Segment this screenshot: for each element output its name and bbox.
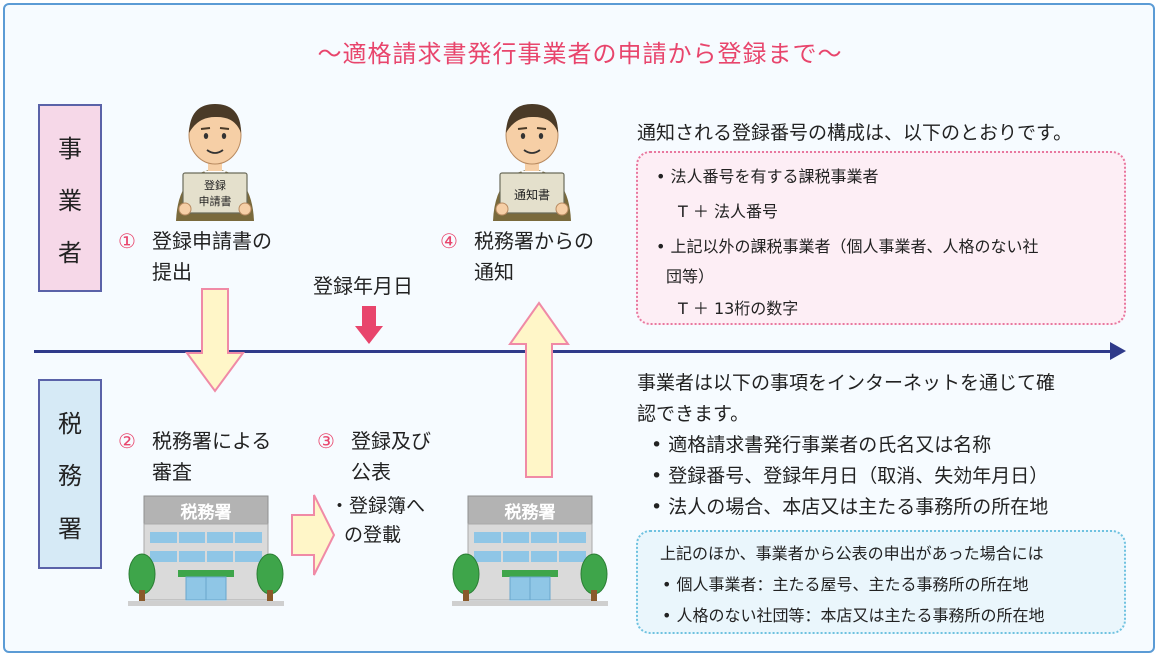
step-1-submit-application: ① 登録申請書の 提出 (118, 226, 272, 288)
registration-number-heading: 通知される登録番号の構成は、以下のとおりです。 (637, 122, 1073, 144)
registration-date-arrow-icon (355, 306, 383, 344)
step-4-notification: ④ 税務署からの 通知 (440, 226, 594, 288)
step-text-line1: 登録申請書の (152, 229, 272, 253)
flow-arrow-down-icon (185, 288, 245, 393)
step-text-line1: 登録及び (351, 429, 431, 453)
step-text-line2: 公表 (351, 460, 391, 484)
registration-line: 団等） (666, 267, 715, 286)
lane-char: 署 (58, 515, 82, 544)
document-label-line2: 申請書 (199, 194, 232, 208)
tax-office-building-icon: 税務署 (128, 495, 284, 606)
step-number: ③ (317, 429, 335, 453)
office-sign: 税務署 (505, 502, 556, 523)
registration-line: • 上記以外の課税事業者（個人事業者、人格のない社 (656, 237, 1039, 256)
publication-note-box: 上記のほか、事業者から公表の申出があった場合には • 個人事業者：主たる屋号、主… (636, 530, 1126, 634)
internet-note-line: • 法人の場合、本店又は主たる事務所の所在地 (651, 496, 1049, 518)
registration-date-label: 登録年月日 (313, 274, 413, 298)
lane-char: 務 (58, 462, 82, 491)
diagram-title: ～適格請求書発行事業者の申請から登録まで～ (317, 40, 843, 68)
step-text-line2: 審査 (152, 460, 192, 484)
publication-line: 上記のほか、事業者から公表の申出があった場合には (660, 544, 1044, 563)
document-label-notice: 通知書 (514, 188, 550, 202)
step-3-detail-line2: の登載 (344, 524, 402, 546)
lane-char: 事 (58, 134, 82, 163)
businessperson-with-application-icon: 登録 申請書 (176, 104, 254, 221)
lane-label-tax-office: 税 務 署 (38, 379, 102, 569)
internet-check-note: 事業者は以下の事項をインターネットを通じて確 認できます。 • 適格請求書発行事… (637, 368, 1137, 518)
timeline-arrowhead-icon (1110, 342, 1126, 360)
step-3-detail-line1: ・登録簿へ (330, 495, 426, 517)
registration-line: T ＋ 法人番号 (678, 202, 778, 221)
document-label-line1: 登録 (204, 178, 226, 192)
flow-arrow-up-icon (508, 301, 570, 478)
businessperson-with-notice-icon: 通知書 (493, 104, 571, 221)
lane-char: 業 (58, 186, 82, 215)
timeline-line (34, 350, 1114, 353)
registration-line: T ＋ 13桁の数字 (678, 299, 799, 318)
step-text-line1: 税務署による (152, 429, 272, 453)
step-3-register-publish: ③ 登録及び 公表 (317, 426, 431, 488)
tax-office-building-icon: 税務署 (452, 495, 608, 606)
flow-arrow-right-icon (291, 494, 336, 576)
office-sign: 税務署 (181, 502, 232, 523)
publication-line: • 人格のない社団等：本店又は主たる事務所の所在地 (662, 606, 1045, 625)
step-2-review: ② 税務署による 審査 (118, 426, 271, 488)
registration-line: • 法人番号を有する課税事業者 (656, 167, 879, 186)
lane-label-business: 事 業 者 (38, 104, 102, 292)
internet-note-line: • 適格請求書発行事業者の氏名又は名称 (651, 434, 992, 456)
step-text-line2: 提出 (152, 260, 192, 284)
internet-note-line: • 登録番号、登録年月日（取消、失効年月日） (651, 465, 1049, 487)
step-text-line1: 税務署からの (474, 229, 594, 253)
internet-note-line: 認できます。 (637, 403, 750, 425)
step-3-detail: ・登録簿へ の登載 (330, 492, 425, 550)
publication-line: • 個人事業者：主たる屋号、主たる事務所の所在地 (662, 575, 1029, 594)
step-number: ④ (440, 229, 458, 253)
step-text-line2: 通知 (474, 260, 514, 284)
step-number: ② (118, 429, 136, 453)
lane-char: 税 (58, 409, 82, 438)
internet-note-line: 事業者は以下の事項をインターネットを通じて確 (637, 372, 1056, 394)
step-number: ① (118, 229, 136, 253)
lane-char: 者 (58, 238, 82, 267)
registration-number-box: • 法人番号を有する課税事業者 T ＋ 法人番号 • 上記以外の課税事業者（個人… (636, 151, 1126, 325)
